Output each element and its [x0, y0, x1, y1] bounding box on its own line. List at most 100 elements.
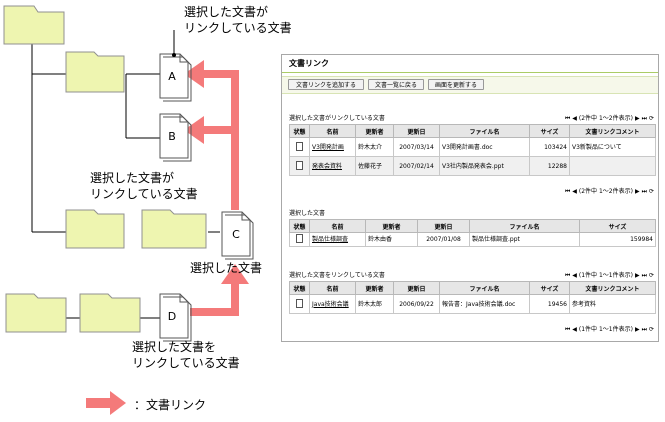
next-page-icon[interactable]: ▶ — [634, 326, 640, 333]
document-label-c: C — [232, 228, 240, 241]
table-selected: 状態 名前 更新者 更新日 ファイル名 サイズ 製品仕様調査 鈴木由香 2007… — [289, 219, 656, 247]
section-title-linked-by: 選択した文書がリンクしている文書 — [289, 115, 385, 122]
document-icon-b[interactable]: B — [159, 113, 192, 162]
refresh-icon[interactable]: ⟳ — [648, 272, 654, 279]
size-cell: 159984 — [579, 232, 656, 247]
col-comment[interactable]: 文書リンクコメント — [569, 124, 656, 138]
last-page-icon[interactable]: ⏭ — [641, 272, 647, 279]
updater-cell: 鈴木太介 — [355, 137, 394, 157]
next-page-icon[interactable]: ▶ — [634, 188, 640, 195]
col-file[interactable]: ファイル名 — [469, 219, 580, 233]
file-cell: V3開発計画書.doc — [439, 137, 530, 157]
table-linking-to: 状態 名前 更新者 更新日 ファイル名 サイズ 文書リンクコメント Java技術… — [289, 281, 656, 314]
document-icon-a[interactable]: A — [159, 53, 192, 102]
first-page-icon[interactable]: ⏮ — [564, 272, 571, 279]
col-size[interactable]: サイズ — [579, 219, 656, 233]
next-page-icon[interactable]: ▶ — [634, 115, 640, 122]
updated-cell: 2007/03/14 — [393, 137, 440, 157]
folder-icon-root — [3, 5, 65, 45]
pager-count: (1件中 1～1件表示) — [578, 326, 633, 333]
legend-arrow-icon — [86, 391, 126, 415]
label-linking-to-selected-line2: リンクしている文書 — [132, 356, 240, 370]
updater-cell: 佐藤花子 — [355, 156, 394, 176]
refresh-icon[interactable]: ⟳ — [648, 188, 654, 195]
document-link[interactable]: 製品仕様調査 — [312, 236, 349, 243]
pager-linked-by-bottom: ⏮◀(2件中 1～2件表示)▶⏭⟳ — [563, 186, 654, 196]
document-icon — [296, 234, 303, 243]
table-row: V3開発計画 鈴木太介 2007/03/14 V3開発計画書.doc 10342… — [289, 137, 656, 157]
add-link-button[interactable]: 文書リンクを追加する — [288, 79, 364, 90]
updated-cell: 2006/09/22 — [393, 294, 440, 314]
size-cell: 103424 — [529, 137, 570, 157]
folder-icon-5 — [79, 293, 141, 333]
first-page-icon[interactable]: ⏮ — [564, 188, 571, 195]
label-linked-by-selected-line2: リンクしている文書 — [90, 187, 198, 201]
last-page-icon[interactable]: ⏭ — [641, 188, 647, 195]
prev-page-icon[interactable]: ◀ — [572, 115, 577, 122]
table-header: 状態 名前 更新者 更新日 ファイル名 サイズ 文書リンクコメント — [289, 124, 656, 138]
col-size[interactable]: サイズ — [529, 281, 570, 295]
next-page-icon[interactable]: ▶ — [634, 272, 640, 279]
prev-page-icon[interactable]: ◀ — [572, 272, 577, 279]
label-linking-to-selected-line1: 選択した文書を — [132, 340, 217, 354]
link-arrow-lines — [190, 70, 239, 316]
first-page-icon[interactable]: ⏮ — [564, 326, 571, 333]
label-linked-by-selected-top-line1: 選択した文書が — [184, 5, 269, 19]
col-updated[interactable]: 更新日 — [417, 219, 470, 233]
refresh-icon[interactable]: ⟳ — [648, 115, 654, 122]
back-to-list-button[interactable]: 文書一覧に戻る — [368, 79, 424, 90]
section-title-selected: 選択した文書 — [289, 210, 326, 217]
table-linked-by: 状態 名前 更新者 更新日 ファイル名 サイズ 文書リンクコメント V3開発計画… — [289, 124, 656, 176]
pager-count: (1件中 1～1件表示) — [578, 272, 633, 279]
col-updater[interactable]: 更新者 — [355, 124, 394, 138]
folder-icon-4 — [5, 293, 67, 333]
folder-icon-1 — [65, 51, 125, 93]
table-row: 製品仕様調査 鈴木由香 2007/01/08 製品仕様調査.ppt 159984 — [289, 232, 656, 247]
pager-linking-to-top: ⏮◀(1件中 1～1件表示)▶⏭⟳ — [563, 270, 654, 280]
document-icon — [296, 298, 303, 308]
pager-linked-by-top: ⏮◀(2件中 1～2件表示)▶⏭⟳ — [563, 113, 654, 123]
col-name[interactable]: 名前 — [309, 281, 356, 295]
tree-lines — [31, 44, 220, 319]
refresh-icon[interactable]: ⟳ — [648, 326, 654, 333]
col-updater[interactable]: 更新者 — [365, 219, 418, 233]
table-header: 状態 名前 更新者 更新日 ファイル名 サイズ — [289, 219, 656, 233]
col-updated[interactable]: 更新日 — [393, 124, 440, 138]
col-updated[interactable]: 更新日 — [393, 281, 440, 295]
first-page-icon[interactable]: ⏮ — [564, 115, 571, 122]
updater-cell: 鈴木由香 — [365, 232, 418, 247]
comment-cell: V3新製品について — [569, 137, 656, 157]
last-page-icon[interactable]: ⏭ — [641, 115, 647, 122]
name-cell: 製品仕様調査 — [309, 232, 366, 247]
updated-cell: 2007/01/08 — [417, 232, 470, 247]
col-size[interactable]: サイズ — [529, 124, 570, 138]
label-selected-document: 選択した文書 — [190, 261, 263, 275]
last-page-icon[interactable]: ⏭ — [641, 326, 647, 333]
refresh-screen-button[interactable]: 画面を更新する — [428, 79, 484, 90]
document-link-diagram: A B C D — [3, 5, 254, 415]
table-row: Java技術会議 鈴木太郎 2006/09/22 報告書：Java技術会議.do… — [289, 294, 656, 314]
document-link[interactable]: Java技術会議 — [312, 300, 349, 308]
document-icon-d[interactable]: D — [159, 293, 192, 342]
col-file[interactable]: ファイル名 — [439, 124, 530, 138]
prev-page-icon[interactable]: ◀ — [572, 188, 577, 195]
document-link[interactable]: V3開発計画 — [312, 143, 344, 151]
document-label-d: D — [168, 310, 176, 323]
col-updater[interactable]: 更新者 — [355, 281, 394, 295]
status-cell — [289, 156, 310, 176]
panel-title: 文書リンク — [282, 55, 658, 73]
size-cell: 12288 — [529, 156, 570, 176]
callout-dot — [172, 53, 176, 57]
document-link[interactable]: 発表会資料 — [312, 162, 343, 170]
document-label-b: B — [168, 130, 176, 143]
col-comment[interactable]: 文書リンクコメント — [569, 281, 656, 295]
prev-page-icon[interactable]: ◀ — [572, 326, 577, 333]
col-name[interactable]: 名前 — [309, 124, 356, 138]
status-cell — [289, 232, 310, 247]
col-file[interactable]: ファイル名 — [439, 281, 530, 295]
table-header: 状態 名前 更新者 更新日 ファイル名 サイズ 文書リンクコメント — [289, 281, 656, 295]
toolbar: 文書リンクを追加する 文書一覧に戻る 画面を更新する — [282, 76, 658, 94]
document-icon-c[interactable]: C — [221, 211, 254, 260]
status-cell — [289, 294, 310, 314]
col-name[interactable]: 名前 — [309, 219, 366, 233]
